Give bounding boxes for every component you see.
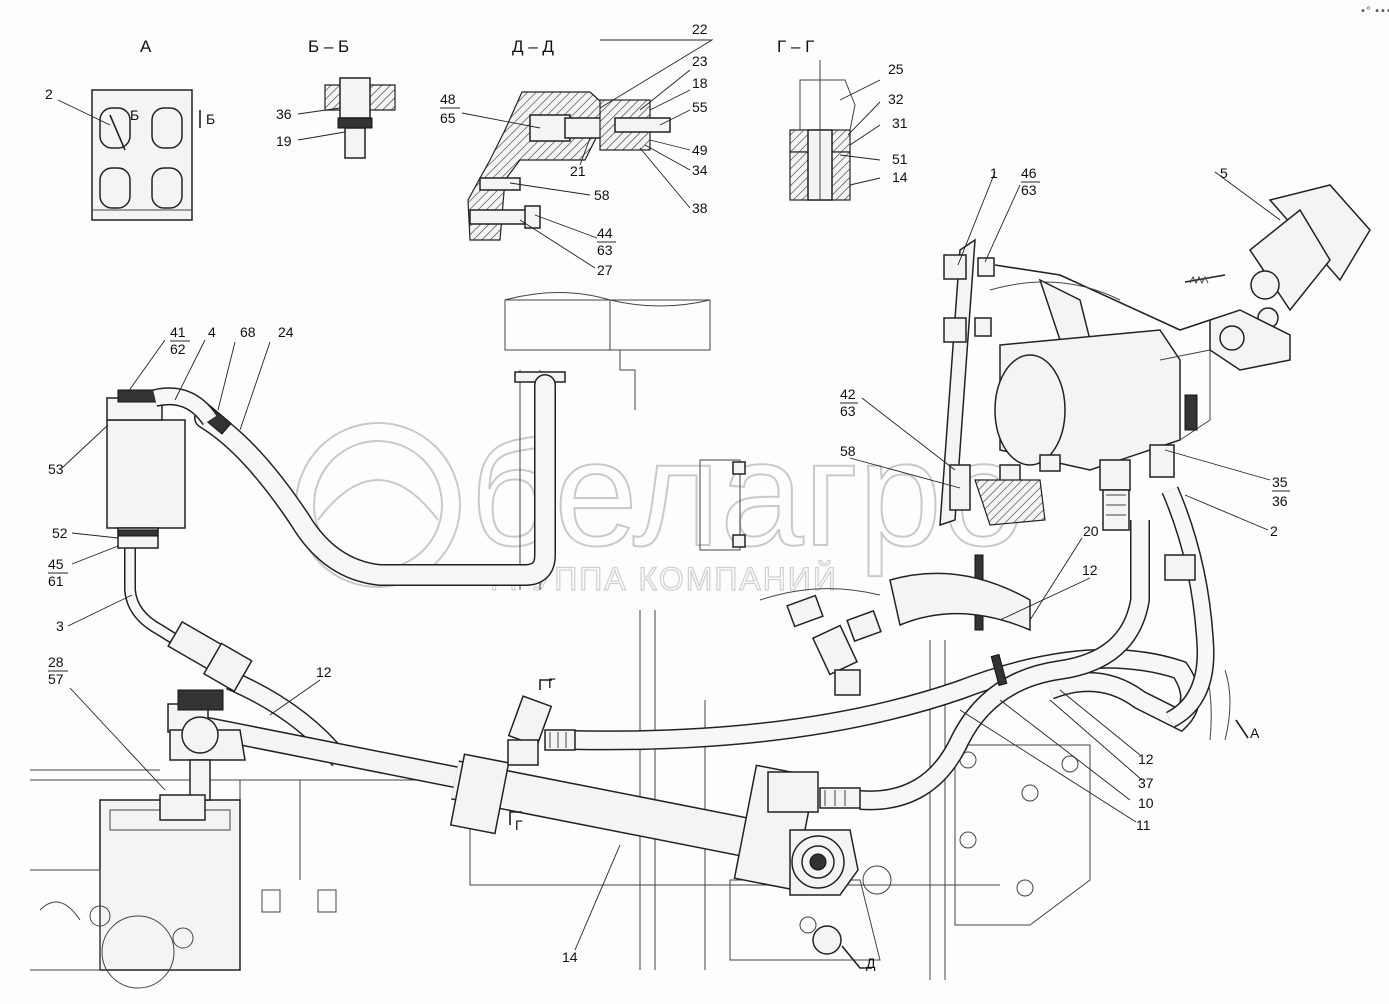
callout-34: 34	[692, 162, 708, 178]
callout-58: 58	[594, 187, 610, 203]
callout-2-b: 2	[1270, 523, 1278, 539]
callout-18: 18	[692, 75, 708, 91]
callout-57: 57	[48, 671, 64, 687]
callout-3: 3	[56, 618, 64, 634]
callout-22: 22	[692, 21, 708, 37]
watermark-brand: белагро	[470, 409, 1025, 577]
callout-4: 4	[208, 324, 216, 340]
callout-53: 53	[48, 461, 64, 477]
callout-21: 21	[570, 163, 586, 179]
callout-58-b: 58	[840, 443, 856, 459]
view-mark-a: А	[1250, 725, 1260, 741]
callout-28: 28	[48, 654, 64, 670]
callout-63: 63	[597, 242, 613, 258]
section-d-d: Д – Д	[467, 37, 671, 241]
view-mark-b-left: Б	[130, 107, 139, 123]
callout-12-c: 12	[316, 664, 332, 680]
callout-44: 44	[597, 225, 613, 241]
callout-41: 41	[170, 324, 186, 340]
view-a: А Б Б	[91, 37, 215, 221]
hoses	[124, 374, 1215, 811]
steering-cylinder	[159, 620, 861, 896]
callout-11: 11	[1136, 817, 1151, 833]
callout-36: 36	[276, 106, 292, 122]
watermark: белагро ГРУППА КОМПАНИЙ	[295, 408, 1026, 598]
callout-42: 42	[840, 386, 856, 402]
callout-63-c: 63	[840, 403, 856, 419]
callout-2: 2	[45, 86, 53, 102]
callout-12-a: 12	[1082, 562, 1098, 578]
callouts: 2 36 19 48 65 22 23 18 55 49 34 38 21 58…	[45, 21, 1290, 965]
callout-45: 45	[48, 556, 64, 572]
callout-35: 35	[1272, 474, 1288, 490]
view-markers: Г Г Д А	[509, 675, 1260, 971]
callout-61: 61	[48, 573, 64, 589]
callout-68: 68	[240, 324, 256, 340]
callout-25: 25	[888, 61, 904, 77]
section-b-b: Б – Б	[308, 37, 396, 159]
callout-27: 27	[597, 262, 613, 278]
view-mark-g-top: Г	[548, 675, 556, 691]
corner-mark: •° •••	[1360, 6, 1389, 17]
callout-20: 20	[1083, 523, 1099, 539]
callout-52: 52	[52, 525, 68, 541]
callout-36-b: 36	[1272, 493, 1288, 509]
callout-32: 32	[888, 91, 904, 107]
callout-46: 46	[1021, 165, 1037, 181]
view-mark-b-right: Б	[206, 111, 215, 127]
callout-48: 48	[440, 91, 456, 107]
callout-49: 49	[692, 142, 708, 158]
callout-62: 62	[170, 341, 186, 357]
center-fittings	[699, 459, 882, 696]
view-mark-d: Д	[866, 955, 876, 971]
callout-55: 55	[692, 99, 708, 115]
section-title-gg: Г – Г	[777, 37, 814, 56]
section-title-bb: Б – Б	[308, 37, 349, 56]
callout-63-b: 63	[1021, 182, 1037, 198]
callout-65: 65	[440, 110, 456, 126]
callout-23: 23	[692, 53, 708, 69]
oil-tank	[106, 387, 218, 549]
section-g-g: Г – Г	[777, 37, 856, 201]
callout-37: 37	[1138, 775, 1154, 791]
section-title-dd: Д – Д	[512, 37, 554, 56]
callout-19: 19	[276, 133, 292, 149]
callout-38: 38	[692, 200, 708, 216]
section-title-a: А	[140, 37, 152, 56]
callout-31: 31	[892, 115, 908, 131]
callout-1: 1	[990, 165, 998, 181]
callout-12-b: 12	[1138, 751, 1154, 767]
callout-10: 10	[1138, 795, 1154, 811]
leader-lines	[57, 39, 1281, 951]
callout-24: 24	[278, 324, 294, 340]
view-mark-g-bottom: Г	[515, 817, 523, 833]
steering-column-assembly	[939, 184, 1371, 531]
callout-51: 51	[892, 151, 908, 167]
callout-14: 14	[892, 169, 908, 185]
callout-14-b: 14	[562, 949, 578, 965]
callout-5: 5	[1220, 165, 1228, 181]
